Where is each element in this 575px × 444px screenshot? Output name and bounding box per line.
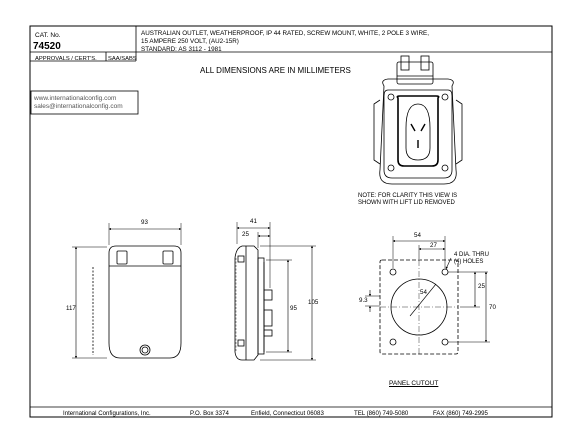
- footer-tel: TEL (860) 749-5080: [354, 410, 409, 417]
- dimensions-banner: ALL DIMENSIONS ARE IN MILLIMETERS: [200, 66, 351, 75]
- outlet-detail-view: [373, 55, 463, 185]
- description-line-2: 15 AMPERE 250 VOLT, (AU2-15R): [141, 38, 239, 45]
- clarity-note: NOTE: FOR CLARITY THIS VIEW IS SHOWN WIT…: [358, 193, 457, 207]
- cat-no-label: CAT. No.: [35, 32, 61, 39]
- note-line-2: SHOWN WITH LIFT LID REMOVED: [358, 200, 455, 206]
- contact-website[interactable]: www.internationalconfig.com: [34, 95, 117, 102]
- dim-label-cutout-vertical-offset: 25: [478, 283, 485, 290]
- front-view: [92, 245, 182, 359]
- contact-box: [30, 90, 139, 115]
- approvals-label: APPROVALS / CERT'S.: [35, 56, 97, 62]
- contact-info: www.internationalconfig.com sales@intern…: [34, 95, 123, 111]
- dim-label-cutout-left-offset: 9.3: [359, 297, 368, 304]
- holes-leader: [445, 257, 452, 270]
- footer-fax: FAX (860) 749-2995: [433, 410, 488, 417]
- approval-mark: SAA/SABS: [108, 56, 137, 62]
- footer-city: Enfield, Connecticut 06083: [251, 410, 324, 417]
- cat-number: 74520: [33, 41, 61, 52]
- dim-label-cutout-hole-height: 70: [489, 304, 496, 311]
- product-description: AUSTRALIAN OUTLET, WEATHERPROOF, IP 44 R…: [141, 30, 429, 54]
- dim-label-front-width: 93: [141, 219, 148, 226]
- footer-po-box: P.O. Box 3374: [190, 410, 229, 417]
- panel-cutout: [379, 259, 459, 355]
- panel-cutout-label: PANEL CUTOUT: [389, 380, 439, 387]
- holes-line-1: 4 DIA. THRU: [454, 252, 489, 258]
- dim-label-side-height-body: 95: [290, 305, 297, 312]
- note-line-1: NOTE: FOR CLARITY THIS VIEW IS: [358, 193, 458, 199]
- dim-label-side-depth-total: 41: [250, 218, 257, 225]
- dim-label-cutout-center-diameter: 54: [420, 289, 427, 296]
- side-view: [234, 245, 273, 361]
- description-line-3: STANDARD: AS 3112 - 1981: [141, 46, 222, 53]
- contact-email[interactable]: sales@internationalconfig.com: [34, 103, 123, 110]
- holes-callout: 4 DIA. THRU (4) HOLES: [454, 252, 489, 266]
- description-line-1: AUSTRALIAN OUTLET, WEATHERPROOF, IP 44 R…: [141, 30, 429, 37]
- holes-line-2: (4) HOLES: [454, 259, 484, 265]
- dim-label-side-height-total: 105: [308, 299, 319, 306]
- dim-label-cutout-half-spacing: 27: [430, 242, 437, 249]
- footer-company: International Configurations, Inc.: [63, 410, 151, 417]
- dim-label-side-depth-body: 25: [242, 231, 249, 238]
- dim-label-cutout-hole-spacing: 54: [414, 232, 421, 239]
- dim-label-front-height: 117: [66, 305, 76, 312]
- outer-border: [29, 25, 553, 418]
